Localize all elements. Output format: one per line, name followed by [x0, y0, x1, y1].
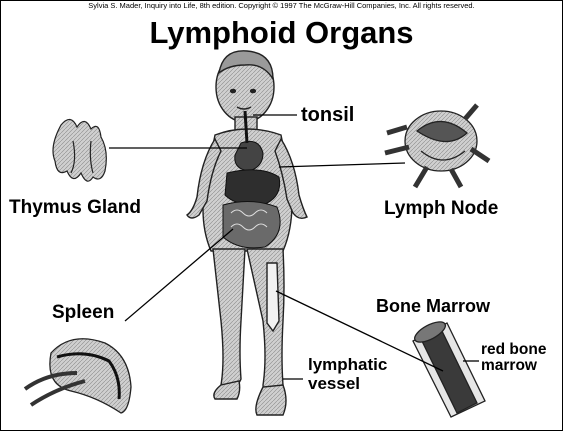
- label-thymus-gland: Thymus Gland: [9, 197, 141, 219]
- lymph-node-illustration: [385, 105, 489, 187]
- label-red-bone-marrow-line1: red bone: [481, 342, 546, 358]
- label-bone-marrow: Bone Marrow: [376, 295, 490, 317]
- label-red-bone-marrow-line2: marrow: [481, 358, 537, 374]
- label-spleen: Spleen: [52, 302, 114, 324]
- bone-marrow-illustration: [412, 318, 485, 417]
- lymph-node-leader-line: [279, 163, 405, 167]
- thymus-gland-illustration: [53, 119, 106, 181]
- label-lymph-node: Lymph Node: [384, 198, 498, 220]
- label-lymphatic-vessel-line2: vessel: [308, 373, 360, 395]
- spleen-illustration: [25, 339, 131, 413]
- label-tonsil: tonsil: [301, 104, 354, 126]
